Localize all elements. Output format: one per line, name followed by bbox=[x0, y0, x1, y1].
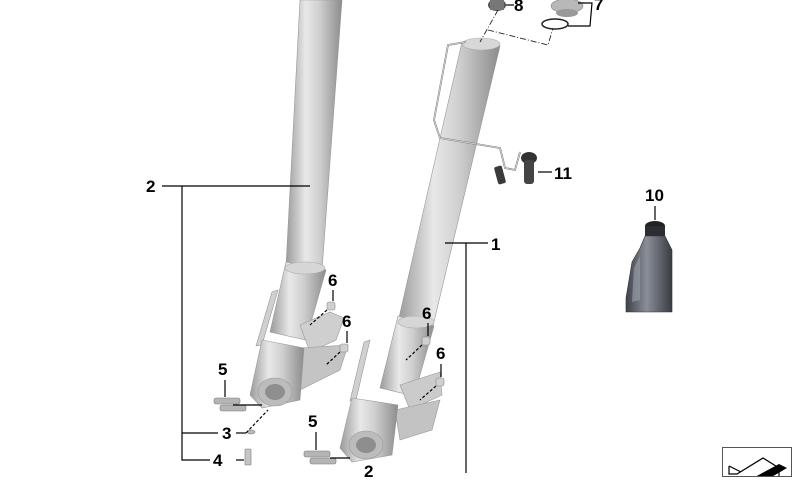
sensor-plug bbox=[521, 152, 537, 184]
callout-8[interactable]: 8 bbox=[514, 0, 524, 15]
callout-6[interactable]: 6 bbox=[342, 312, 352, 331]
callout-10[interactable]: 10 bbox=[645, 186, 664, 205]
callout-2[interactable]: 2 bbox=[146, 177, 156, 196]
callout-6[interactable]: 6 bbox=[436, 344, 446, 363]
right-fork-leg bbox=[339, 37, 521, 463]
callout-7[interactable]: 7 bbox=[594, 0, 604, 14]
fork-oil-bottle bbox=[625, 221, 673, 313]
leader-lines bbox=[162, 2, 656, 473]
small-hardware bbox=[213, 301, 445, 466]
callout-6[interactable]: 6 bbox=[328, 271, 338, 290]
callout-4[interactable]: 4 bbox=[213, 451, 223, 470]
callout-6[interactable]: 6 bbox=[422, 304, 432, 323]
callout-5[interactable]: 5 bbox=[308, 412, 318, 431]
callout-1[interactable]: 1 bbox=[491, 235, 501, 254]
callout-3[interactable]: 3 bbox=[222, 424, 232, 443]
left-fork-leg bbox=[249, 0, 349, 409]
callout-5[interactable]: 5 bbox=[218, 360, 228, 379]
callout-11[interactable]: 11 bbox=[554, 164, 572, 183]
callout-2[interactable]: 2 bbox=[364, 462, 374, 481]
next-page-button[interactable] bbox=[722, 447, 792, 477]
fork-cap-parts bbox=[479, 0, 584, 46]
